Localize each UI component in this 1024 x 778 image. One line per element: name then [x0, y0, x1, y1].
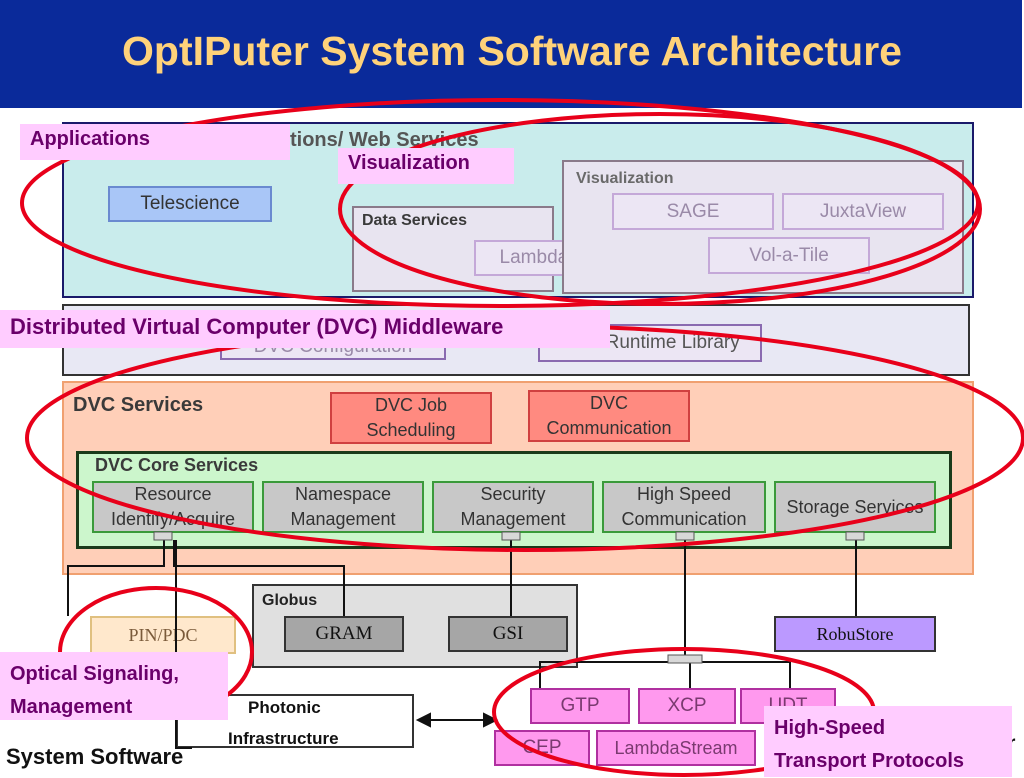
robustore-box: RobuStore: [774, 616, 936, 652]
telescience-box: Telescience: [108, 186, 272, 222]
visualization-ellipse: [338, 112, 982, 306]
connector-pin-pdc: [67, 540, 165, 616]
optical-signaling-callout: Optical Signaling, Management: [0, 652, 228, 720]
pin-pdc-box: PIN/PDC: [90, 616, 236, 654]
dvc-ellipse: [25, 324, 1024, 552]
optical-callout-line-1: Optical Signaling,: [10, 663, 179, 685]
visualization-callout: Visualization: [338, 148, 514, 184]
connector-gram: [173, 540, 345, 616]
title-bar: [0, 0, 1022, 108]
vol-a-tile-box: Vol-a-Tile: [708, 237, 870, 274]
applications-header: tions/ Web Services: [290, 129, 479, 151]
connector-transport: [539, 661, 791, 688]
security-management-box: Security Management: [432, 481, 594, 533]
gram-box: GRAM: [284, 616, 404, 652]
juxtaview-box: JuxtaView: [782, 193, 944, 230]
sage-box: SAGE: [612, 193, 774, 230]
namespace-management-box: Namespace Management: [262, 481, 424, 533]
optical-callout-line-2: Management: [10, 696, 133, 718]
transport-callout-line-2: Transport Protocols: [774, 750, 965, 772]
applications-callout: Applications: [20, 124, 290, 160]
resource-identify-box: Resource Identify/Acquire: [92, 481, 254, 533]
transport-callout-line-1: High-Speed: [774, 717, 886, 739]
dvc-middleware-callout: Distributed Virtual Computer (DVC) Middl…: [0, 310, 610, 348]
gtp-box: GTP: [530, 688, 630, 724]
dvc-communication-box: DVC Communication: [528, 390, 690, 442]
visualization-label: Visualization: [576, 170, 674, 187]
high-speed-communication-box: High Speed Communication: [602, 481, 766, 533]
footer-text: System Software: [6, 744, 184, 769]
page-title: OptIPuter System Software Architecture: [122, 28, 902, 74]
data-services-label: Data Services: [362, 212, 467, 229]
dvc-core-services-label: DVC Core Services: [95, 455, 259, 475]
dvc-job-scheduling-box: DVC Job Scheduling: [330, 392, 492, 444]
gsi-box: GSI: [448, 616, 568, 652]
lambdastream-box: LambdaStream: [596, 730, 756, 766]
photonic-label-2: Infrastructure: [228, 729, 339, 748]
xcp-box: XCP: [638, 688, 736, 724]
dvc-services-label: DVC Services: [73, 394, 204, 416]
photonic-label-1: Photonic: [248, 698, 321, 717]
globus-label: Globus: [262, 592, 318, 609]
storage-services-box: Storage Services: [774, 481, 936, 533]
transport-protocols-callout: High-Speed Transport Protocols: [764, 706, 1012, 777]
